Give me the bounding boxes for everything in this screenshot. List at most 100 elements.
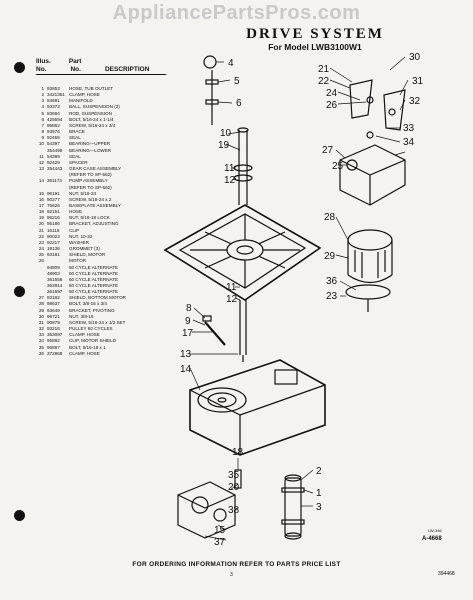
parts-cell-no: 14 [38, 178, 44, 184]
callout-32: 32 [409, 96, 421, 107]
outlet-hose-icon [284, 477, 302, 537]
parts-cell-desc: NUT, 10-32 [69, 233, 93, 239]
gear-case-icon [189, 359, 326, 456]
parts-cell-desc: CLAMP, HOSE [69, 332, 100, 338]
parts-cell-part: 425594 [47, 116, 63, 122]
brace-icon [204, 321, 226, 346]
parts-cell-part: 90023 [47, 233, 60, 239]
parts-cell-no: 21 [38, 227, 44, 233]
parts-cell-part: 76626 [47, 202, 60, 208]
callout-29: 29 [324, 251, 336, 262]
parts-row: 26 MOTOR [34, 258, 174, 264]
callout-9: 9 [185, 316, 191, 327]
watermark: AppliancePartsPros.com [112, 2, 361, 24]
parts-cell-desc: 60 CYCLE ALTERNATE [69, 283, 119, 288]
parts-cell-no: 9 [41, 135, 44, 141]
parts-cell-no: 26 [38, 258, 44, 264]
parts-cell-no: 19 [38, 215, 44, 221]
parts-cell-desc: HOSE, TUB OUTLET [69, 86, 114, 91]
parts-cell-no: 13 [38, 166, 44, 172]
parts-cell-part: 372868 [47, 350, 63, 356]
parts-cell-desc: BRACE [69, 129, 85, 135]
header-illus: Illus. [36, 58, 51, 65]
drive-pulley-icon [197, 387, 247, 413]
callout-17: 17 [182, 328, 194, 339]
callout-18: 18 [232, 447, 244, 458]
parts-cell-desc: 60 CYCLE ALTERNATE [69, 264, 119, 270]
parts-cell-no: 34 [38, 338, 44, 344]
parts-cell-desc: NUT, 5/16-24 [69, 190, 97, 196]
parts-cell-part: 93576 [47, 129, 60, 135]
parts-cell-desc: GROMMET (3) [69, 246, 100, 252]
parts-cell-no: 15 [38, 190, 44, 196]
callout-22: 22 [318, 76, 330, 87]
parts-cell-desc: MOTOR [69, 258, 87, 264]
parts-cell-desc: BRACKET, ADJUSTING [69, 221, 119, 227]
parts-cell-part: 96191 [47, 190, 60, 196]
parts-cell-desc: 60 CYCLE ALTERNATE [69, 289, 119, 295]
parts-cell-desc: SCREW, 5/16-24 x 3/4 [69, 122, 116, 128]
parts-cell-desc: SHIELD, MOTOR [69, 252, 106, 258]
parts-cell-no: 36 [38, 350, 44, 356]
parts-cell-desc: ROD, SUSPENSION [69, 110, 112, 116]
parts-cell-part: 3421351 [47, 92, 65, 98]
parts-cell-desc: BALL, SUSPENSION (3) [69, 104, 120, 110]
callout-31: 31 [412, 76, 424, 87]
parts-cell-desc: NUT, 5/16-18 LOCK [69, 215, 110, 221]
parts-cell-no: 27 [38, 295, 44, 301]
parts-cell-part: 95862 [47, 122, 60, 128]
parts-cell-desc: SEAL [69, 153, 81, 159]
parts-cell-no: 8 [41, 129, 44, 135]
parts-cell-part: 93181 [47, 252, 60, 258]
parts-cell-no: 30 [38, 313, 44, 319]
parts-cell-part: 84691 [47, 98, 60, 104]
parts-cell-no: 6 [41, 116, 44, 122]
parts-cell-desc: CLAMP, HOSE [69, 92, 100, 98]
parts-row: (REFER TO SP-562) [34, 172, 174, 178]
header-description: DESCRIPTION [104, 66, 150, 73]
header-divider [36, 74, 166, 75]
parts-cell-no: 32 [38, 326, 44, 332]
callout-13: 13 [180, 349, 192, 360]
parts-cell-no: 22 [38, 233, 44, 239]
parts-cell-no: 28 [38, 301, 44, 307]
parts-cell-part: 92151 [47, 209, 60, 215]
parts-cell-desc: BOLT, 5/16-24 x 1-1/4 [69, 116, 114, 122]
diagram-number: A-4668 [422, 536, 442, 542]
diagram-small-code: LW-346 [428, 528, 442, 533]
parts-cell-no: 1 [41, 86, 44, 91]
parts-cell-desc: SHIELD, BOTTOM MOTOR [69, 295, 127, 301]
parts-cell-desc: BOLT, 3/8-16 x 3/4 [69, 301, 107, 307]
parts-cell-desc: MANIFOLD [69, 98, 93, 104]
drawing-code: 394468 [438, 571, 455, 577]
parts-cell-desc: HOSE [69, 209, 83, 215]
callout-3: 3 [316, 502, 322, 513]
parts-cell-desc: SCREW, 5/16-24 x 1/2 SET [69, 319, 126, 325]
parts-cell-part: 19136 [47, 246, 60, 252]
parts-cell-desc: SEAL [69, 135, 81, 141]
parts-cell-part: 96216 [47, 215, 60, 221]
parts-cell-desc: (REFER TO SP-562) [69, 172, 112, 178]
suspension-ball-icon [203, 55, 217, 69]
parts-cell-desc: WASHER [69, 239, 89, 245]
callout-28: 28 [324, 212, 336, 223]
parts-cell-part: 361174 [47, 178, 62, 184]
parts-cell-part: 96897 [47, 344, 60, 350]
parts-cell-part: 354443 [47, 166, 63, 172]
